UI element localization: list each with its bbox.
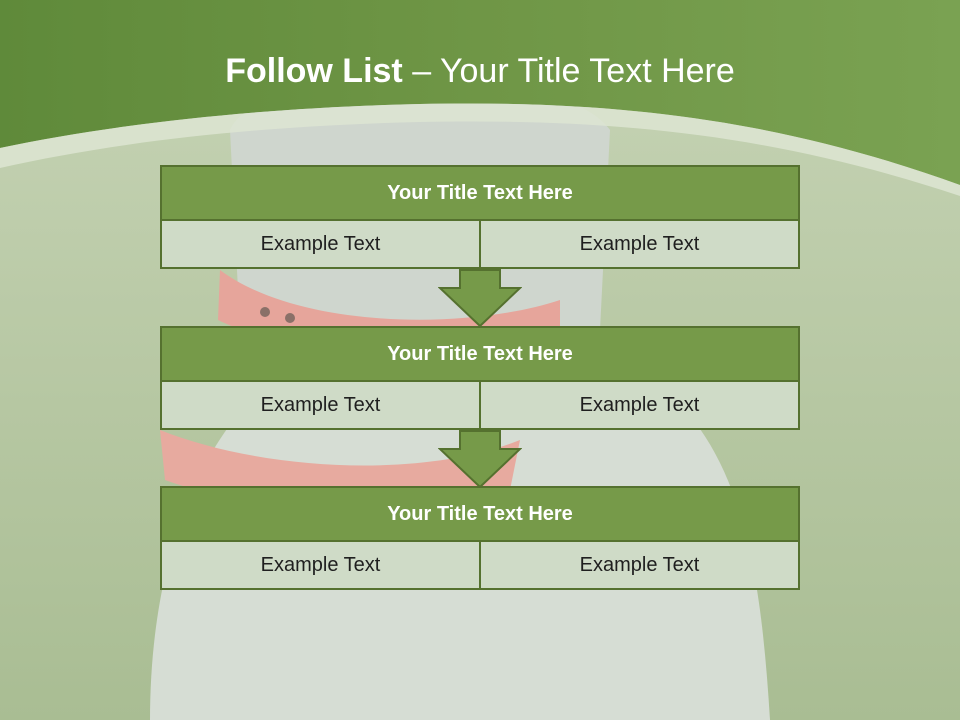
down-arrow-icon (438, 430, 522, 489)
block-title: Your Title Text Here (160, 165, 800, 221)
block-row: Example Text Example Text (160, 221, 800, 269)
slide-title: Follow List – Your Title Text Here (0, 52, 960, 91)
slide-title-rest: – Your Title Text Here (402, 52, 735, 90)
block-cell-left: Example Text (160, 542, 481, 590)
follow-block-1: Your Title Text Here Example Text Exampl… (160, 165, 800, 269)
block-cell-left: Example Text (160, 382, 481, 430)
block-cell-left: Example Text (160, 221, 481, 269)
follow-block-3: Your Title Text Here Example Text Exampl… (160, 486, 800, 590)
block-cell-right: Example Text (481, 221, 800, 269)
block-row: Example Text Example Text (160, 382, 800, 430)
block-title: Your Title Text Here (160, 326, 800, 382)
block-cell-right: Example Text (481, 542, 800, 590)
down-arrow-icon (438, 269, 522, 328)
block-row: Example Text Example Text (160, 542, 800, 590)
block-title: Your Title Text Here (160, 486, 800, 542)
block-cell-right: Example Text (481, 382, 800, 430)
slide-title-bold: Follow List (225, 52, 403, 90)
follow-block-2: Your Title Text Here Example Text Exampl… (160, 326, 800, 430)
